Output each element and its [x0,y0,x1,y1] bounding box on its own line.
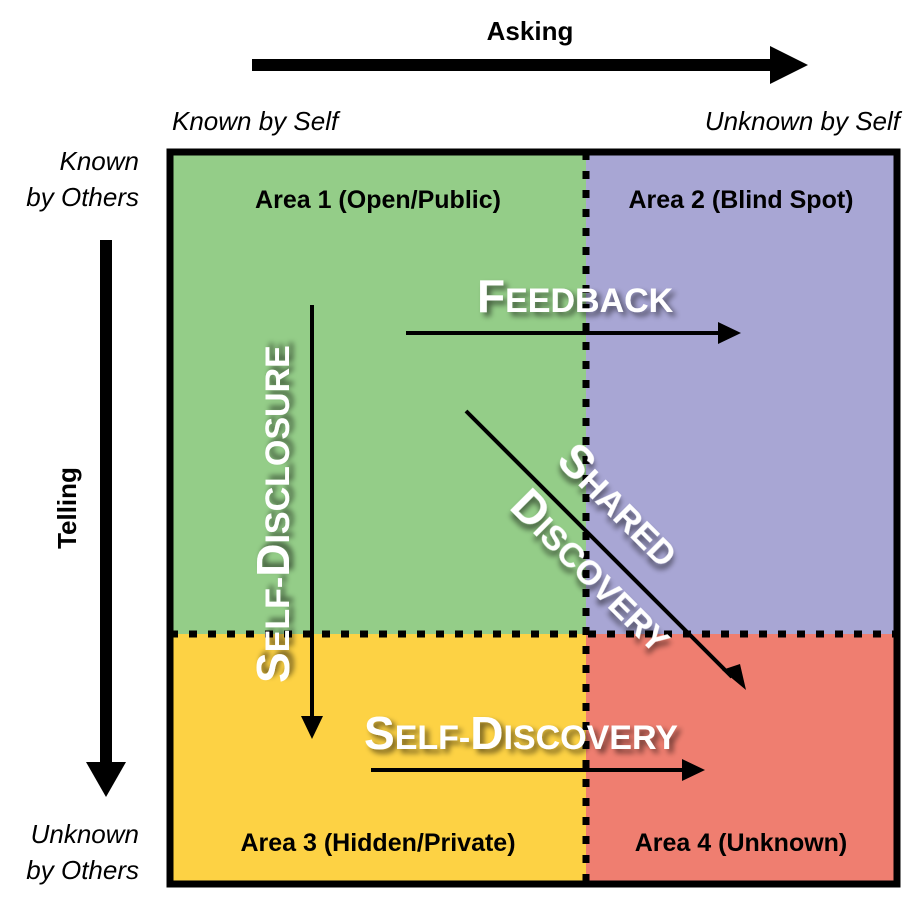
self-discovery-arrow-icon [371,759,705,781]
asking-arrow-icon [252,46,808,84]
unknown-by-self-label: Unknown by Self [705,106,903,136]
window-border [166,148,901,888]
self-disclosure-label: SELF-DISCLOSURE [247,345,299,683]
self-discovery-label: SELF-DISCOVERY [364,707,678,759]
asking-axis-title: Asking [487,16,574,46]
known-by-self-label: Known by Self [172,106,341,136]
area-1-open-public [170,152,586,634]
area-1-label: Area 1 (Open/Public) [255,186,501,214]
area-4-label: Area 4 (Unknown) [635,829,848,857]
known-by-others-label-line1: Known [60,146,140,176]
telling-arrow-icon [86,240,126,797]
feedback-arrow-icon [406,322,741,344]
telling-axis-title: Telling [52,467,82,549]
feedback-label: FEEDBACK [477,270,674,322]
area-3-hidden-private [170,634,586,884]
area-2-label: Area 2 (Blind Spot) [628,186,853,214]
unknown-by-others-label-line2: by Others [26,855,139,885]
known-by-others-label-line2: by Others [26,182,139,212]
unknown-by-others-label-line1: Unknown [31,819,139,849]
area-2-blind-spot [586,152,897,634]
self-disclosure-arrow-icon [301,305,323,739]
area-3-label: Area 3 (Hidden/Private) [240,829,515,857]
shared-discovery-arrow-icon [464,409,746,690]
